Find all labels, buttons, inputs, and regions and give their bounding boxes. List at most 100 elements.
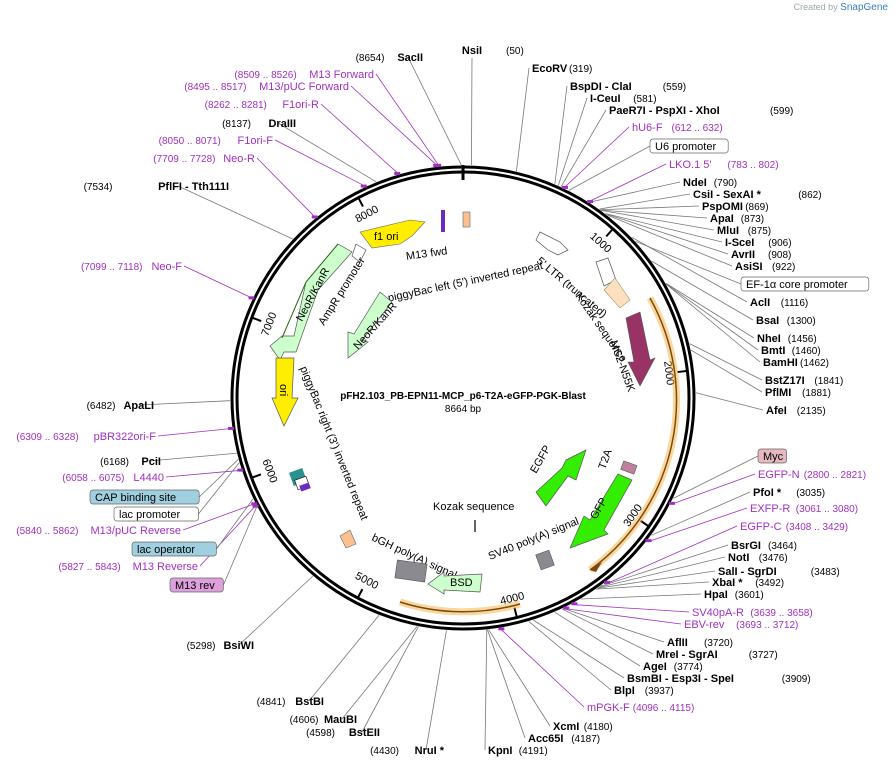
primer-m13-puc-reverse[interactable]: M13/pUC Reverse(5840 .. 5862) [16,525,181,537]
primer-mark [571,602,578,606]
site-pspomi[interactable]: PspOMI(869) [702,201,769,213]
box-cap[interactable]: CAP binding site [89,489,200,505]
primer-egfp-n[interactable]: EGFP-N(2800 .. 2821) [758,469,866,481]
primer-mark [311,215,318,219]
primer-mark [227,426,234,430]
site-nrui[interactable]: NruI *(4430) [370,745,445,757]
primer-f1ori-r[interactable]: F1ori-R(8262 .. 8281) [205,99,319,111]
site-pos: (869) [745,202,768,213]
primer-mark [252,504,259,508]
primer-m13-puc-forward[interactable]: M13/pUC Forward(8495 .. 8517) [184,81,349,93]
site-pos: (7534) [84,182,113,193]
site-name: AgeI [643,661,667,673]
box-frame [169,577,224,593]
box-u6[interactable]: U6 promoter [649,138,729,154]
site-iscei[interactable]: I-SceI(906) [725,237,792,249]
primer-f1ori-f[interactable]: F1ori-F(8050 .. 8071) [159,135,274,147]
site-pflfi[interactable]: PflFI - Tth111I(7534) [84,181,229,193]
primer-m13-forward[interactable]: M13 Forward(8509 .. 8526) [234,69,374,81]
site-paer7i[interactable]: PaeR7I - PspXI - XhoI(599) [609,105,793,117]
primer-leader [649,507,748,542]
site-bamhi[interactable]: BamHI(1462) [763,357,829,369]
site-agei[interactable]: AgeI(3774) [643,661,703,673]
site-afei[interactable]: AfeI(2135) [766,405,826,417]
site-iceui[interactable]: I-CeuI(581) [590,93,657,105]
site-avrii[interactable]: AvrII(908) [731,249,791,261]
primer-name: mPGK-F [587,702,630,714]
site-xbai[interactable]: XbaI *(3492) [712,577,784,589]
site-name: HpaI [704,589,728,601]
primer-sv40pa-r[interactable]: SV40pA-R(3639 .. 3658) [692,607,813,619]
site-bspdi[interactable]: BspDI - ClaI(559) [570,81,686,93]
box-m13rev[interactable]: M13 rev [169,577,224,593]
site-bstz17i[interactable]: BstZ17I(1841) [765,375,843,387]
site-bmti[interactable]: BmtI(1460) [761,345,821,357]
primer-neo-f[interactable]: Neo-F(7099 .. 7118) [81,261,182,273]
site-bsteii[interactable]: BstEII(4598) [306,727,380,739]
site-ecorv[interactable]: EcoRV(319) [532,63,592,75]
tick-label-5000: 5000 [353,570,380,592]
primer-pbr322ori-f[interactable]: pBR322ori-F(6309 .. 6328) [16,431,156,443]
site-bsrgi[interactable]: BsrGI(3464) [731,540,797,552]
primer-ebv-rev[interactable]: EBV-rev(3693 .. 3712) [684,619,798,631]
primer-egfp-c[interactable]: EGFP-C(3408 .. 3429) [740,521,848,533]
site-acc65i[interactable]: Acc65I(4187) [528,733,600,745]
box-lacp[interactable]: lac promoter [113,506,199,522]
site-leader [600,544,729,587]
site-asisi[interactable]: AsiSI(922) [735,261,795,273]
site-acli[interactable]: AclI(1116) [750,297,808,309]
primer-m13-reverse[interactable]: M13 Reverse(5827 .. 5843) [58,561,198,573]
primer-hu6-f[interactable]: hU6-F(612 .. 632) [632,122,723,134]
primer-mpgk-f[interactable]: mPGK-F(4096 .. 4115) [587,702,694,714]
site-nsii[interactable]: NsiI(50) [462,45,524,57]
primer-lko-1-5-[interactable]: LKO.1 5'(783 .. 802) [669,159,779,171]
site-pos: (862) [798,190,821,201]
primer-exfp-r[interactable]: EXFP-R(3061 .. 3080) [750,503,858,515]
site-pfoi[interactable]: PfoI *(3035) [753,487,825,499]
site-pcii[interactable]: PciI(6168) [100,456,161,468]
site-hpai[interactable]: HpaI(3601) [704,589,764,601]
primer-neo-r[interactable]: Neo-R(7709 .. 7728) [153,153,255,165]
site-sali[interactable]: SalI - SgrDI(3483) [718,566,840,578]
primer-mark [587,200,594,204]
site-xcmi[interactable]: XcmI(4180) [553,721,613,733]
site-leader [580,593,702,600]
box-label: lac promoter [119,509,180,521]
site-draiii[interactable]: DraIII(8137) [222,118,296,130]
primer-mark [498,627,505,631]
f1ori-label: f1 ori [374,231,398,243]
site-noti[interactable]: NotI(3476) [728,552,788,564]
site-blpi[interactable]: BlpI(3937) [614,685,674,697]
mcp-arc-head [590,562,602,572]
primer-pos: (5840 .. 5862) [16,526,78,537]
site-leader [601,209,715,231]
site-mrei[interactable]: MreI - SgrAI(3727) [656,649,778,661]
pbl-mark [462,211,471,228]
site-pflmi[interactable]: PflMI(1881) [765,387,831,399]
site-nhei[interactable]: NheI(1456) [757,333,817,345]
primer-l4440[interactable]: L4440(6058 .. 6075) [62,472,164,484]
box-myc[interactable]: Myc [757,448,787,464]
site-csii[interactable]: CsiI - SexAI *(862) [693,189,822,201]
box-laco[interactable]: lac operator [131,541,217,557]
site-bsmbi[interactable]: BsmBI - Esp3I - SpeI(3909) [627,673,811,685]
site-bsiwi[interactable]: BsiWI(5298) [187,640,254,652]
box-ef1a[interactable]: EF-1α core promoter [740,276,870,292]
site-aflii[interactable]: AflII(3720) [667,637,733,649]
primer-mark [603,580,610,584]
site-name: AsiSI [735,261,763,273]
site-pos: (3483) [811,567,840,578]
site-maubi[interactable]: MauBI(4606) [290,714,357,726]
site-sacii[interactable]: SacII(8654) [356,52,423,64]
site-bstbi[interactable]: BstBI(4841) [257,696,324,708]
site-mlui[interactable]: MluI(875) [717,225,771,237]
site-ndei[interactable]: NdeI(790) [683,177,737,189]
site-kpni[interactable]: KpnI(4191) [488,745,548,757]
site-leader [138,400,231,406]
site-apali[interactable]: ApaLI(6482) [87,400,154,412]
primer-pos: (3639 .. 3658) [750,608,812,619]
site-bsai[interactable]: BsaI(1300) [756,315,816,327]
site-pos: (3492) [755,578,784,589]
site-apai[interactable]: ApaI(873) [710,213,764,225]
